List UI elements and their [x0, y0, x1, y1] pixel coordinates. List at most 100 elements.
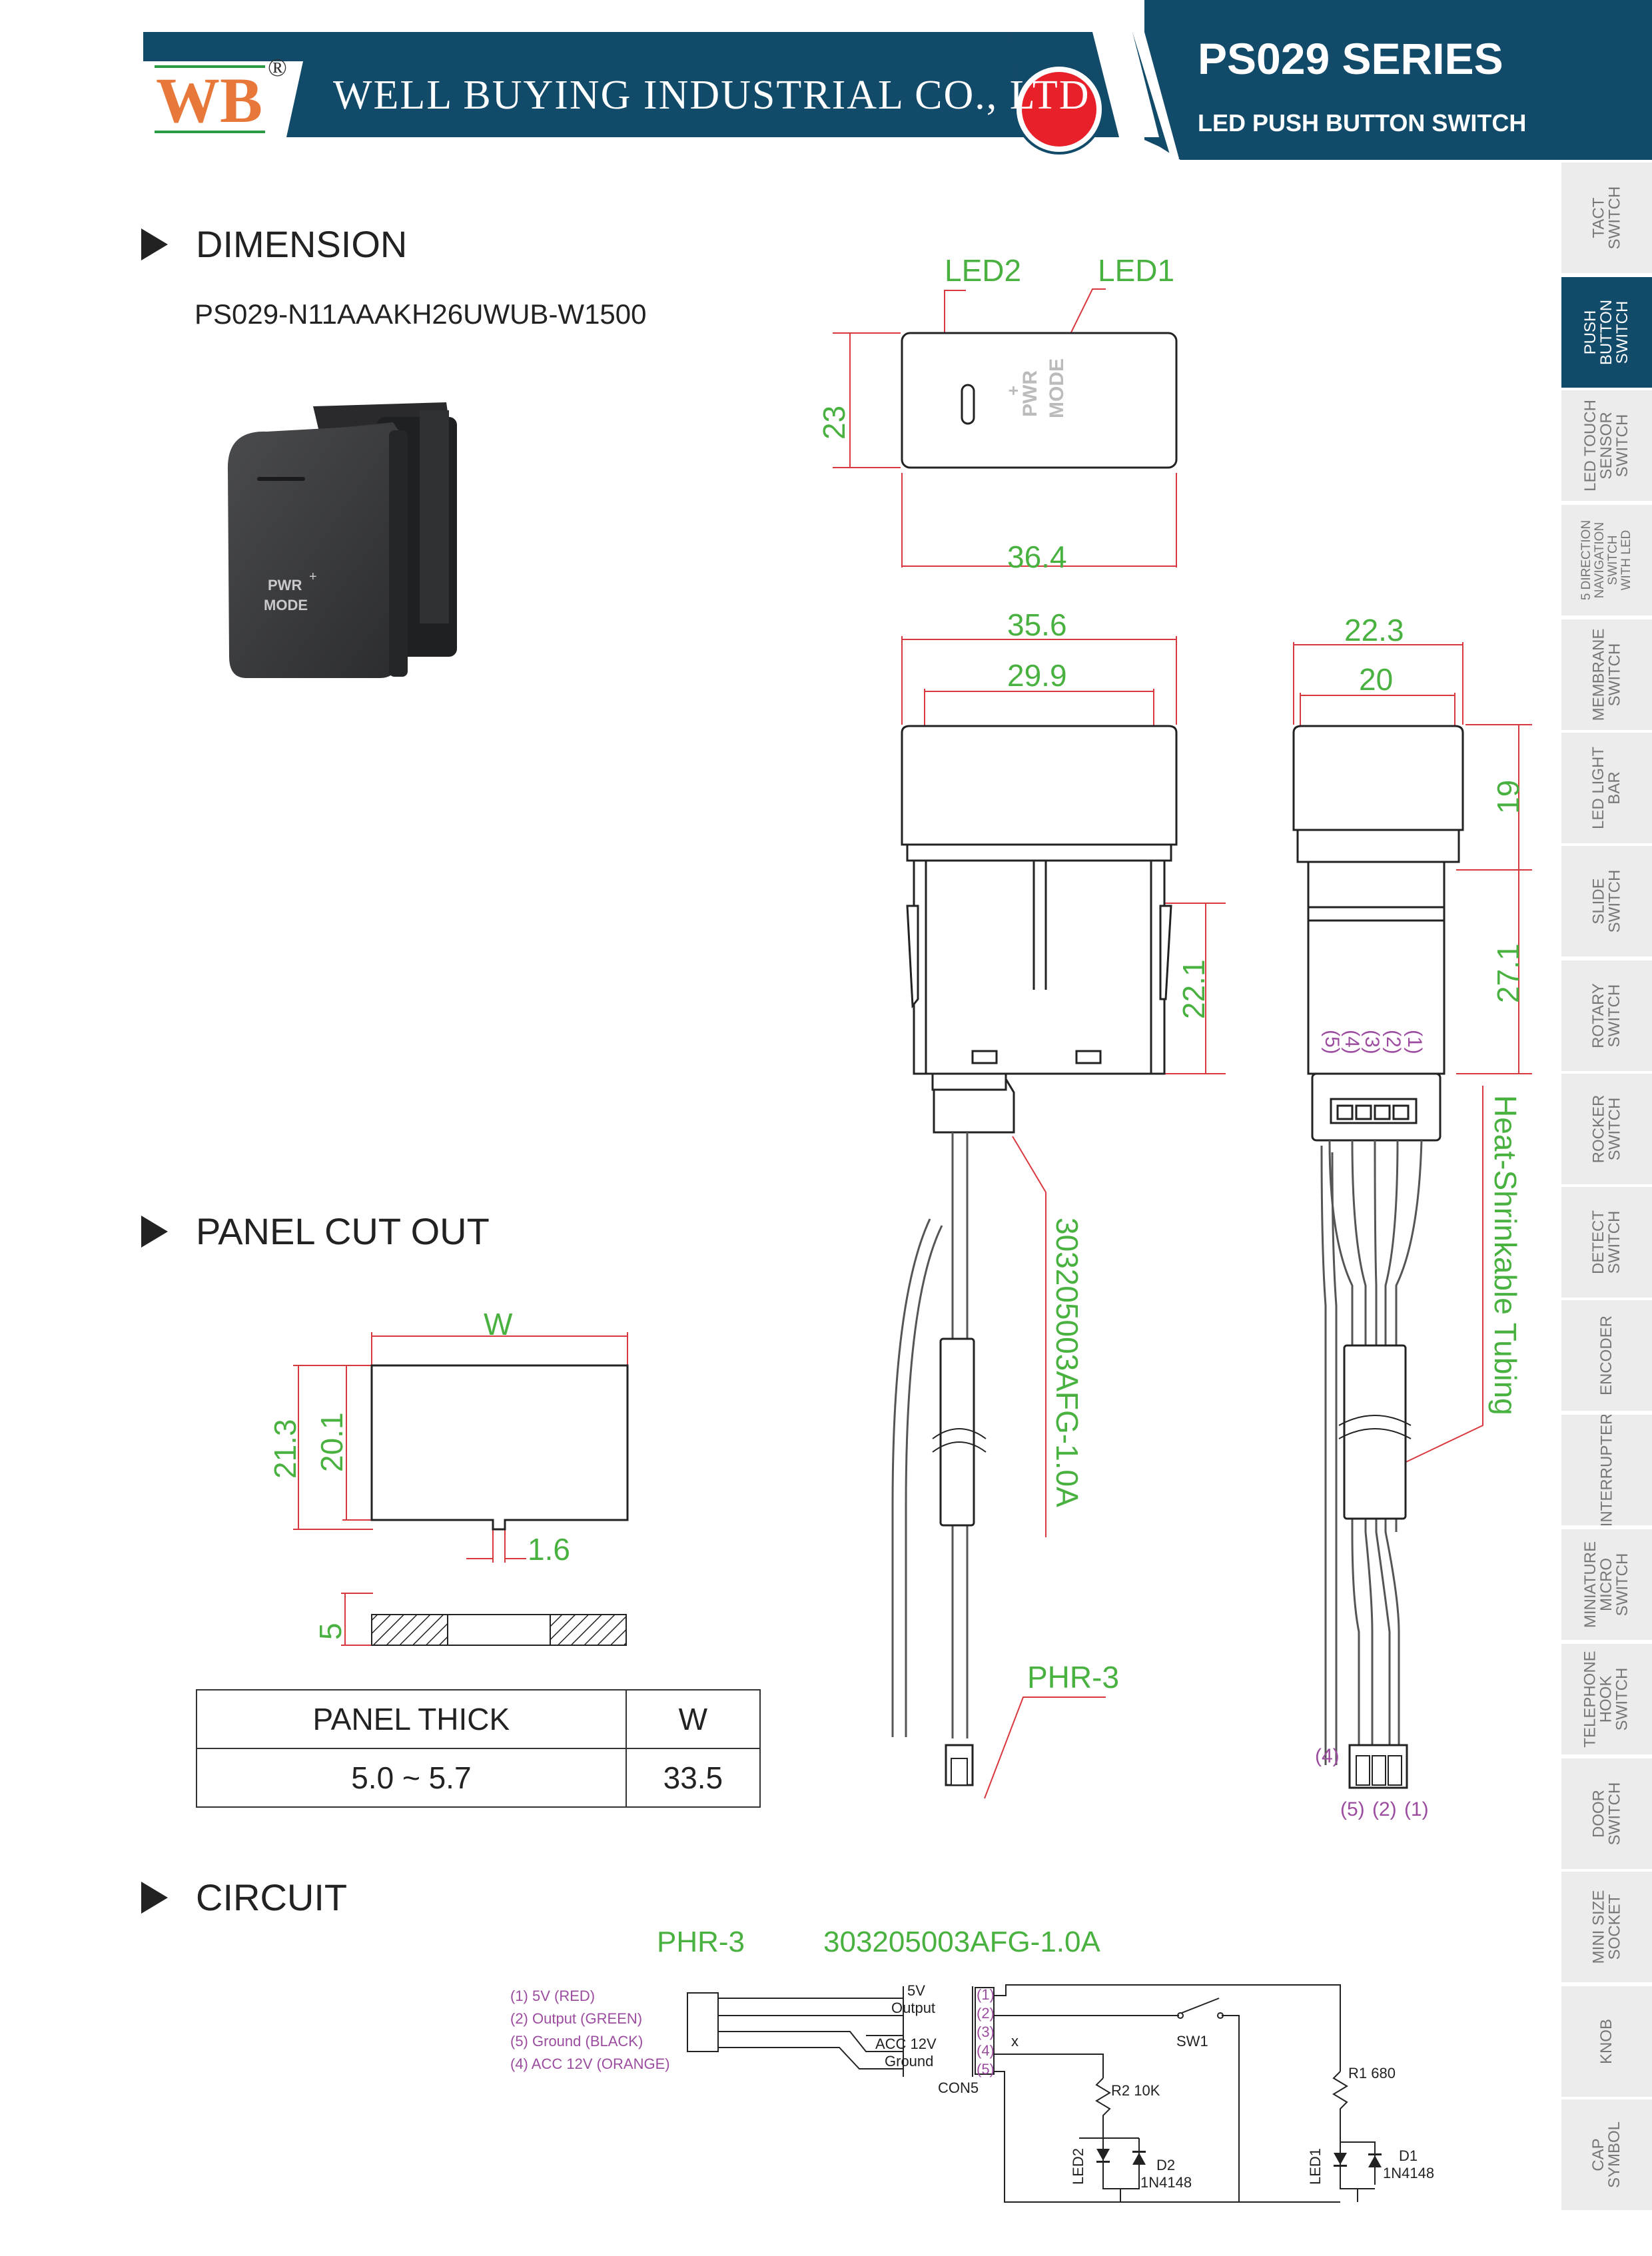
- table-header-thick: PANEL THICK: [196, 1689, 627, 1749]
- panel-table: PANEL THICK W 5.0 ~ 5.7 33.5: [196, 1689, 761, 1808]
- sidebar-tab-label: SLIDE SWITCH: [1589, 869, 1623, 933]
- table-header-w: W: [625, 1689, 761, 1749]
- series-subtitle: LED PUSH BUTTON SWITCH: [1198, 109, 1527, 137]
- sidebar-tab-label: ROTARY SWITCH: [1589, 983, 1623, 1048]
- sidebar-tab-8[interactable]: ROCKER SWITCH: [1561, 1074, 1652, 1184]
- sidebar-tab-label: MINI SIZE SOCKET: [1589, 1890, 1623, 1964]
- table-cell-w: 33.5: [625, 1748, 761, 1808]
- face-mode: MODE: [1046, 358, 1068, 418]
- registered-mark: ®: [268, 54, 287, 82]
- sidebar-tab-label: LED LIGHT BAR: [1589, 746, 1623, 830]
- d1-part: 1N4148: [1383, 2165, 1434, 2181]
- logo: WB: [156, 65, 263, 136]
- photo-pwr: PWR: [268, 577, 302, 593]
- face-pwr: PWR: [1019, 370, 1041, 417]
- sidebar-tab-label: TACT SWITCH: [1589, 186, 1623, 250]
- pin-bottom-2: (2): [1372, 1798, 1397, 1820]
- con-ground: Ground: [885, 2053, 933, 2069]
- con-pin-3: (3): [977, 2024, 995, 2040]
- sidebar-tab-15[interactable]: MINI SIZE SOCKET: [1561, 1872, 1652, 1982]
- sidebar-tab-14[interactable]: DOOR SWITCH: [1561, 1758, 1652, 1869]
- pin-list-1: (1) 5V (RED): [510, 1988, 595, 2004]
- sidebar-tab-label: CAP SYMBOL: [1589, 2121, 1623, 2189]
- sidebar-tab-10[interactable]: ENCODER: [1561, 1300, 1652, 1411]
- dim-22-1: 22.1: [1176, 959, 1211, 1019]
- pin-top-1: (1): [1404, 1030, 1426, 1054]
- d2-label: D2: [1156, 2157, 1175, 2173]
- notch-1-6: 1.6: [528, 1532, 570, 1567]
- sidebar-tab-6[interactable]: SLIDE SWITCH: [1561, 846, 1652, 956]
- triangle-bullet-icon: [141, 1881, 168, 1914]
- led1-label: LED1: [1098, 253, 1174, 288]
- led1-circuit-label: LED1: [1307, 2148, 1324, 2185]
- sidebar-tab-2[interactable]: LED TOUCH SENSOR SWITCH: [1561, 390, 1652, 501]
- circuit-diagram: PHR-3 303205003AFG-1.0A (1) 5V (RED) (2)…: [510, 1926, 1434, 2203]
- x-mark: x: [1011, 2033, 1019, 2050]
- header-banner: [0, 0, 1652, 160]
- section-panel-cut-out: PANEL CUT OUT: [141, 1210, 490, 1253]
- con-5v: 5V: [907, 1982, 925, 1999]
- dim-22-3: 22.3: [1344, 613, 1404, 647]
- con-acc: ACC 12V: [875, 2036, 937, 2052]
- r1-label: R1 680: [1348, 2065, 1396, 2081]
- company-name: WELL BUYING INDUSTRIAL CO., LTD: [333, 73, 1090, 118]
- sidebar-tab-5[interactable]: LED LIGHT BAR: [1561, 733, 1652, 843]
- sidebar-tab-3[interactable]: 5 DIRECTION NAVIGATION SWITCH WITH LED: [1561, 505, 1652, 615]
- sidebar-tab-label: ENCODER: [1597, 1315, 1615, 1396]
- table-cell-thick: 5.0 ~ 5.7: [196, 1748, 627, 1808]
- dim-35-6: 35.6: [1007, 607, 1067, 642]
- section-circuit: CIRCUIT: [141, 1876, 347, 1919]
- sidebar-tab-12[interactable]: MINIATURE MICRO SWITCH: [1561, 1529, 1652, 1640]
- pin-list-4: (4) ACC 12V (ORANGE): [510, 2056, 670, 2072]
- dimension-drawing: LED2 LED1 36.4 35.6 29.9 22.3 20 PHR-3 W…: [268, 253, 1532, 1820]
- sidebar-tab-label: ROCKER SWITCH: [1589, 1094, 1623, 1164]
- triangle-bullet-icon: [141, 1215, 168, 1248]
- pin-top-2: (2): [1382, 1030, 1404, 1054]
- panel-21-3: 21.3: [268, 1419, 302, 1479]
- d2-part: 1N4148: [1140, 2174, 1192, 2191]
- sw1-label: SW1: [1176, 2033, 1208, 2050]
- triangle-bullet-icon: [141, 228, 168, 260]
- r2-label: R2 10K: [1111, 2082, 1160, 2099]
- panel-thick-5: 5: [313, 1623, 348, 1640]
- part-number: PS029-N11AAAKH26UWUB-W1500: [195, 298, 647, 330]
- section-dimension: DIMENSION: [141, 222, 407, 266]
- d1-label: D1: [1399, 2147, 1418, 2164]
- sidebar-tab-1[interactable]: PUSH BUTTON SWITCH: [1561, 277, 1652, 388]
- tubing-label: Heat-Shrinkable Tubing: [1488, 1095, 1523, 1415]
- pin-list-5: (5) Ground (BLACK): [510, 2033, 643, 2050]
- sidebar-tab-11[interactable]: INTERRUPTER: [1561, 1415, 1652, 1525]
- sidebar-tab-7[interactable]: ROTARY SWITCH: [1561, 960, 1652, 1071]
- sidebar-tab-0[interactable]: TACT SWITCH: [1561, 163, 1652, 273]
- con-pin-1: (1): [977, 1986, 995, 2003]
- sidebar-tab-13[interactable]: TELEPHONE HOOK SWITCH: [1561, 1644, 1652, 1754]
- panel-w-label: W: [484, 1307, 513, 1341]
- pin-4-label: (4): [1315, 1745, 1340, 1767]
- cable-part-label: 303205003AFG-1.0A: [1050, 1218, 1084, 1507]
- dim-20: 20: [1359, 662, 1393, 697]
- dim-27-1: 27.1: [1491, 943, 1525, 1003]
- circuit-cable-part: 303205003AFG-1.0A: [823, 1926, 1101, 1958]
- section-panel-label: PANEL CUT OUT: [196, 1210, 490, 1252]
- sidebar-tab-label: INTERRUPTER: [1597, 1415, 1616, 1525]
- con-pin-5: (5): [977, 2061, 995, 2077]
- sidebar-tab-label: MINIATURE MICRO SWITCH: [1581, 1541, 1631, 1629]
- sidebar-tab-17[interactable]: CAP SYMBOL: [1561, 2099, 1652, 2210]
- sidebar-tab-label: TELEPHONE HOOK SWITCH: [1581, 1651, 1631, 1748]
- product-photo: PWR + MODE: [227, 402, 457, 678]
- sidebar-tab-9[interactable]: DETECT SWITCH: [1561, 1187, 1652, 1298]
- pin-list-2: (2) Output (GREEN): [510, 2010, 642, 2027]
- con-output: Output: [891, 2000, 935, 2016]
- phr3-label: PHR-3: [1027, 1660, 1119, 1694]
- sidebar-tab-4[interactable]: MEMBRANE SWITCH: [1561, 619, 1652, 730]
- photo-plus: +: [309, 569, 317, 584]
- series-title: PS029 SERIES: [1198, 34, 1503, 83]
- sidebar-tab-label: KNOB: [1597, 2018, 1615, 2065]
- con5-label: CON5: [938, 2079, 979, 2096]
- photo-mode: MODE: [264, 597, 308, 613]
- sidebar-tab-16[interactable]: KNOB: [1561, 1986, 1652, 2097]
- dim-29-9: 29.9: [1007, 658, 1067, 693]
- pin-top-4: (4): [1341, 1030, 1363, 1054]
- con-pin-2: (2): [977, 2005, 995, 2022]
- sidebar-tab-label: LED TOUCH SENSOR SWITCH: [1581, 400, 1631, 492]
